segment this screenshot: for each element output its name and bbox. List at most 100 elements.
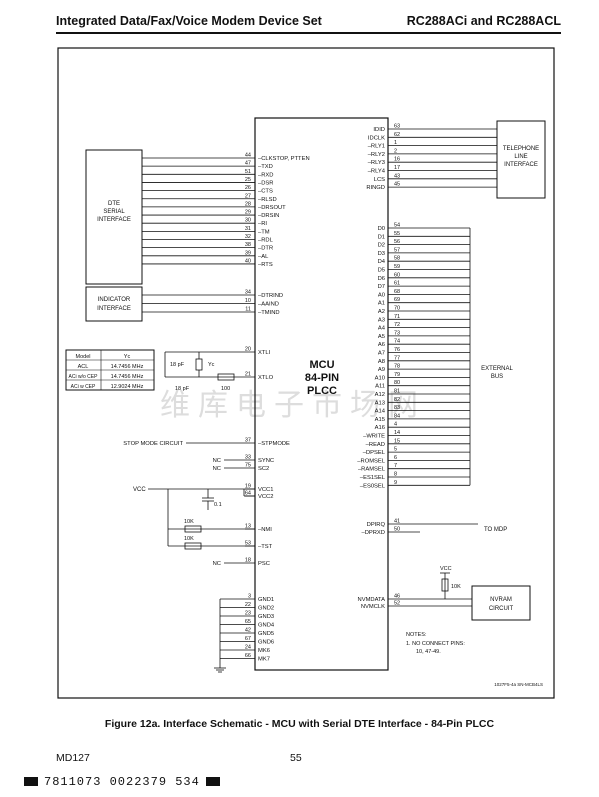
pin-name: –RLY2	[368, 152, 385, 158]
pin-number: 29	[245, 210, 251, 216]
pin-number: 79	[394, 372, 400, 378]
pin-name: D6	[378, 276, 385, 282]
mcu-label-2: 84-PIN	[305, 372, 339, 384]
nv-vcc-label: VCC	[440, 566, 452, 572]
dte-label-2: SERIAL	[103, 209, 125, 215]
pin-number: 2	[394, 148, 397, 154]
pin-name: GND5	[258, 631, 274, 637]
figure-caption: Figure 12a. Interface Schematic - MCU wi…	[104, 718, 495, 730]
res-10k-b-label: 10K	[184, 536, 194, 542]
pin-name: –TXD	[258, 164, 273, 170]
external-connection-label: NC	[213, 466, 221, 472]
notes-line-1: 1. NO CONNECT PINS:	[406, 641, 465, 647]
pin-name: A9	[378, 367, 385, 373]
diagram-frame	[57, 47, 555, 699]
pin-name: –RLSD	[258, 197, 277, 203]
pin-name: –DSR	[258, 180, 273, 186]
pin-name: D5	[378, 268, 385, 274]
pin-name: IDID	[373, 127, 385, 133]
pin-number: 84	[394, 413, 400, 419]
pin-number: 7	[394, 463, 397, 469]
pin-number: 3	[248, 594, 251, 600]
nv-circuit	[388, 572, 472, 607]
pin-number: 80	[394, 380, 400, 386]
xtal-c2-label: 18 pF	[175, 386, 190, 392]
pin-name: –STPMODE	[258, 441, 290, 447]
pin-number: 83	[394, 405, 400, 411]
pin-name: –DTRIND	[258, 293, 283, 299]
cap-label: 0.1	[214, 502, 222, 508]
vcc-network	[148, 488, 255, 550]
crystal-table-header-yc: Yc	[124, 354, 131, 360]
pin-name: GND1	[258, 597, 274, 603]
pin-name: –RXD	[258, 172, 273, 178]
watermark: 维库电子市场网	[160, 388, 426, 423]
pin-name: SC2	[258, 466, 269, 472]
pin-number: 67	[245, 636, 251, 642]
pin-name: A11	[375, 384, 385, 390]
telephone-block	[496, 120, 546, 199]
header-title-right: RC288ACi and RC288ACL	[406, 14, 561, 28]
pin-number: 45	[394, 182, 400, 188]
pin-name: –DRSOUT	[258, 205, 286, 211]
pin-name: PSC	[258, 561, 270, 567]
pin-number: 8	[394, 472, 397, 478]
pin-number: 11	[245, 307, 251, 313]
pin-name: IDCLK	[368, 135, 385, 141]
pin-name: MK7	[258, 657, 270, 663]
header-rule	[56, 32, 561, 34]
crystal-circuit	[164, 351, 255, 381]
crystal-table-cell: ACL	[78, 364, 89, 370]
pin-name: A2	[378, 309, 385, 315]
pin-number: 13	[245, 524, 251, 530]
pin-number: 73	[394, 330, 400, 336]
crystal-table-cell: ACi w CEP	[71, 384, 96, 390]
pin-number: 22	[245, 602, 251, 608]
pin-number: 33	[245, 455, 251, 461]
pin-number: 44	[245, 153, 251, 159]
pin-number: 31	[245, 226, 251, 232]
external-bus-label-2: BUS	[491, 374, 503, 380]
to-mdp-label: TO MDP	[484, 527, 507, 533]
pin-number: 34	[245, 290, 251, 296]
pin-name: A4	[378, 326, 386, 332]
pin-number: 76	[394, 347, 400, 353]
external-connection-label: NC	[213, 561, 221, 567]
indicator-label-1: INDICATOR	[98, 297, 131, 303]
pin-number: 50	[394, 527, 400, 533]
pin-number: 30	[245, 218, 251, 224]
pin-number: 21	[245, 372, 251, 378]
pin-number: 54	[394, 223, 400, 229]
pin-name: A3	[378, 317, 385, 323]
nvram-label-1: NVRAM	[490, 597, 512, 603]
crystal-table-cell: 14.7456 MHz	[111, 374, 144, 380]
pin-name: XTLI	[258, 350, 271, 356]
vcc-label: VCC	[133, 487, 146, 493]
pin-name: –ES1SEL	[360, 475, 386, 481]
pin-name: –DPRXD	[361, 530, 385, 536]
header-title-left: Integrated Data/Fax/Voice Modem Device S…	[56, 14, 322, 28]
pin-number: 19	[245, 484, 251, 490]
nvram-block	[471, 585, 531, 621]
footer-page-number: 55	[290, 752, 302, 764]
pin-number: 43	[394, 173, 400, 179]
pin-name: –CTS	[258, 189, 273, 195]
pin-number: 62	[394, 132, 400, 138]
nvram-label-2: CIRCUIT	[489, 606, 514, 612]
notes-title: NOTES:	[406, 632, 427, 638]
pin-name: –RDL	[258, 238, 274, 244]
pin-number: 32	[245, 234, 251, 240]
pin-number: 42	[245, 628, 251, 634]
pin-number: 15	[394, 438, 400, 444]
pin-number: 66	[245, 653, 251, 659]
external-connection-label: STOP MODE CIRCUIT	[123, 441, 183, 447]
crystal-table: Model Yc ACL 14.7456 MHz ACi w/o CEP 14.…	[65, 349, 155, 391]
pin-name: –TST	[258, 544, 273, 550]
pin-number: 77	[394, 355, 400, 361]
pin-name: –CLKSTOP, PTTEN	[258, 156, 310, 162]
telephone-label-1: TELEPHONE	[503, 146, 539, 152]
pin-name: A15	[375, 417, 385, 423]
pin-number: 5	[394, 447, 397, 453]
pin-number: 27	[245, 193, 251, 199]
